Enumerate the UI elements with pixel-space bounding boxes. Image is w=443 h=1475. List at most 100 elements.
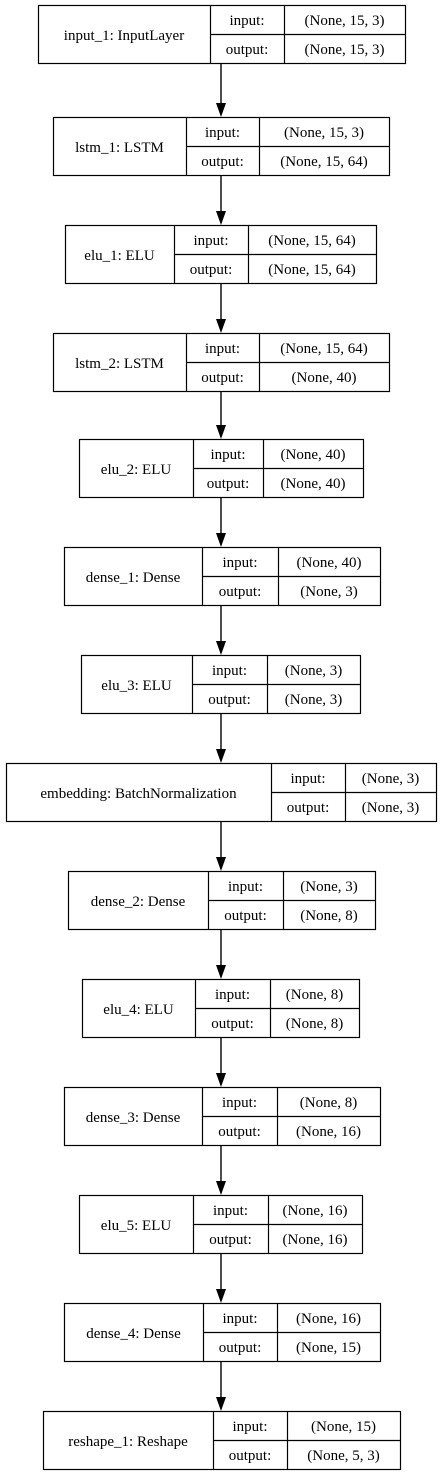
arrowhead-icon: [216, 425, 226, 439]
layer-name: dense_2: Dense: [91, 894, 186, 910]
input-shape: (None, 15, 64): [280, 341, 367, 357]
layer-name: elu_4: ELU: [103, 1002, 174, 1018]
output-shape: (None, 8): [286, 1016, 343, 1032]
layer-node: lstm_1: LSTM input: (None, 15, 3) output: (N…: [52, 116, 391, 177]
output-shape: (None, 15, 64): [268, 262, 355, 278]
layer-node: embedding: BatchNormalization input: (None…: [5, 762, 438, 823]
arrowhead-icon: [216, 103, 226, 117]
arrowhead-icon: [216, 1073, 226, 1087]
input-shape: (None, 16): [296, 1311, 361, 1327]
connection-arrow: [216, 1254, 226, 1303]
output-shape: (None, 16): [296, 1124, 361, 1140]
output-label: output:: [219, 584, 262, 600]
connection-arrow: [216, 498, 226, 547]
layer-name: dense_4: Dense: [86, 1326, 181, 1342]
arrowhead-icon: [216, 1289, 226, 1303]
output-shape: (None, 5, 3): [307, 1448, 379, 1464]
input-shape: (None, 8): [300, 1095, 357, 1111]
output-shape: (None, 15): [296, 1340, 361, 1356]
connection-arrow: [216, 176, 226, 225]
input-shape: (None, 3): [300, 879, 357, 895]
arrowhead-icon: [216, 1397, 226, 1411]
output-label: output:: [218, 1124, 261, 1140]
input-label: input:: [205, 125, 240, 141]
input-shape: (None, 15, 3): [305, 13, 385, 29]
output-label: output:: [201, 370, 244, 386]
layer-name: lstm_1: LSTM: [75, 140, 164, 156]
output-label: output:: [201, 154, 244, 170]
input-label: input:: [215, 987, 250, 1003]
layer-name: dense_1: Dense: [86, 570, 181, 586]
connection-arrow: [216, 1146, 226, 1195]
arrowhead-icon: [216, 1181, 226, 1195]
layer-node: dense_4: Dense input: (None, 16) output: (No…: [63, 1302, 382, 1363]
arrowhead-icon: [216, 319, 226, 333]
arrowhead-icon: [216, 965, 226, 979]
output-label: output:: [229, 1448, 272, 1464]
arrowhead-icon: [216, 749, 226, 763]
output-label: output:: [209, 1232, 252, 1248]
input-label: input:: [210, 447, 245, 463]
arrowhead-icon: [216, 533, 226, 547]
layer-node: dense_2: Dense input: (None, 3) output: (Non…: [67, 870, 377, 931]
output-shape: (None, 40): [292, 370, 357, 386]
output-label: output:: [207, 476, 250, 492]
input-shape: (None, 40): [297, 555, 362, 571]
output-label: output:: [226, 42, 269, 58]
input-shape: (None, 40): [281, 447, 346, 463]
connection-arrow: [216, 930, 226, 979]
output-shape: (None, 15, 3): [305, 42, 385, 58]
input-label: input:: [232, 1419, 267, 1435]
arrowhead-icon: [216, 857, 226, 871]
arrowhead-icon: [216, 641, 226, 655]
output-shape: (None, 16): [283, 1232, 348, 1248]
input-label: input:: [222, 1311, 257, 1327]
layer-name: reshape_1: Reshape: [68, 1434, 188, 1450]
output-shape: (None, 3): [362, 800, 419, 816]
layer-name: dense_3: Dense: [86, 1110, 181, 1126]
layer-name: input_1: InputLayer: [64, 28, 184, 44]
output-shape: (None, 3): [300, 584, 357, 600]
output-label: output:: [224, 908, 267, 924]
output-label: output:: [208, 692, 251, 708]
input-shape: (None, 15, 3): [284, 125, 364, 141]
layer-name: elu_3: ELU: [101, 678, 172, 694]
input-label: input:: [290, 771, 325, 787]
connection-arrow: [216, 1362, 226, 1411]
connection-arrow: [216, 822, 226, 871]
input-label: input:: [229, 13, 264, 29]
input-label: input:: [228, 879, 263, 895]
input-shape: (None, 16): [283, 1203, 348, 1219]
layer-name: elu_1: ELU: [84, 248, 155, 264]
connection-arrow: [216, 1038, 226, 1087]
input-shape: (None, 8): [286, 987, 343, 1003]
output-shape: (None, 15, 64): [280, 154, 367, 170]
output-shape: (None, 40): [281, 476, 346, 492]
arrowhead-icon: [216, 211, 226, 225]
input-label: input:: [193, 233, 228, 249]
input-label: input:: [213, 1203, 248, 1219]
input-shape: (None, 15): [311, 1419, 376, 1435]
connection-arrow: [216, 392, 226, 439]
output-label: output:: [211, 1016, 254, 1032]
layer-node: elu_1: ELU input: (None, 15, 64) output: (No…: [64, 224, 378, 285]
output-label: output:: [190, 262, 233, 278]
input-shape: (None, 3): [285, 663, 342, 679]
layer-node: lstm_2: LSTM input: (None, 15, 64) output: (…: [52, 332, 391, 393]
layer-node: dense_1: Dense input: (None, 40) output: (No…: [63, 546, 382, 607]
layer-name: elu_2: ELU: [101, 462, 172, 478]
connection-arrow: [216, 606, 226, 655]
layer-name: lstm_2: LSTM: [75, 356, 164, 372]
output-shape: (None, 8): [300, 908, 357, 924]
layer-name: elu_5: ELU: [101, 1218, 172, 1234]
layer-name: embedding: BatchNormalization: [40, 786, 237, 802]
input-shape: (None, 15, 64): [268, 233, 355, 249]
input-label: input:: [222, 555, 257, 571]
connection-arrow: [216, 64, 226, 117]
layer-node: elu_5: ELU input: (None, 16) output: (None, …: [78, 1194, 364, 1255]
input-label: input:: [205, 341, 240, 357]
connection-arrow: [216, 284, 226, 333]
output-label: output:: [219, 1340, 262, 1356]
